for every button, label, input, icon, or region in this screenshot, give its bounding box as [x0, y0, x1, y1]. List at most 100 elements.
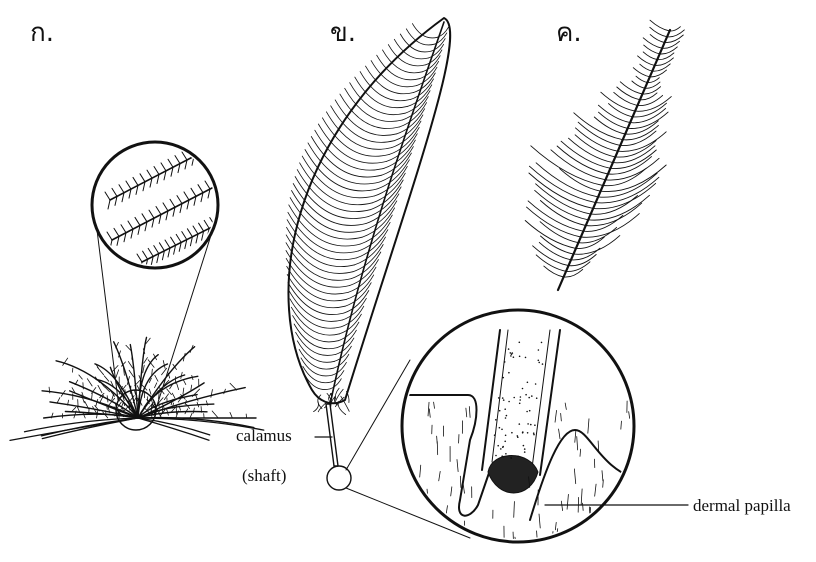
tissue-hatching — [427, 502, 428, 517]
pulp-stipple — [527, 382, 529, 384]
pulp-stipple — [522, 431, 524, 433]
afterfeather-fluff — [314, 402, 319, 412]
down-barbule — [162, 368, 167, 375]
down-barbule — [107, 396, 108, 402]
zoom-connector-line — [97, 230, 118, 400]
pulp-stipple — [503, 456, 505, 458]
zoom-barbule — [218, 223, 220, 232]
down-barbule — [172, 393, 175, 398]
filoplume-barb — [540, 222, 578, 243]
pulp-stipple — [530, 424, 532, 426]
down-barbule — [92, 393, 93, 400]
tissue-hatching — [429, 529, 430, 543]
down-barbule — [116, 342, 119, 348]
down-barbule — [193, 408, 194, 413]
pulp-stipple — [503, 399, 505, 401]
pulp-stipple — [513, 397, 515, 399]
pulp-stipple — [495, 419, 497, 421]
pulp-stipple — [531, 395, 533, 397]
filoplume-barb — [560, 169, 601, 192]
filoplume-barb — [561, 141, 610, 168]
pulp-stipple — [502, 377, 504, 379]
tissue-hatching — [622, 506, 623, 515]
pulp-stipple — [495, 455, 497, 457]
down-barbule — [230, 383, 237, 390]
pulp-stipple — [535, 383, 537, 385]
down-barbule — [155, 375, 158, 381]
pulp-stipple — [504, 361, 506, 363]
panel-label-a: ก. — [30, 12, 54, 53]
down-barbule — [87, 379, 92, 386]
down-barbule — [176, 382, 178, 390]
panel-label-c: ค. — [556, 12, 582, 53]
down-feather-magnifier — [92, 141, 222, 415]
down-barbule — [185, 400, 186, 404]
down-barbule — [104, 376, 109, 381]
down-barbule — [79, 375, 82, 379]
follicle-region-circle — [327, 466, 351, 490]
zoom-barbule — [196, 145, 201, 153]
pulp-stipple — [499, 427, 501, 429]
pulp-stipple — [501, 455, 503, 457]
filoplume-barb — [569, 138, 613, 162]
filoplume-barb — [643, 52, 657, 60]
tissue-hatching — [624, 481, 625, 487]
pulp-stipple — [510, 355, 512, 357]
pulp-stipple — [538, 360, 540, 362]
filoplume-barb — [575, 135, 615, 157]
pulp-stipple — [533, 432, 535, 434]
pulp-stipple — [505, 435, 507, 437]
zoom-circle-down — [92, 142, 218, 268]
filoplume-barb — [576, 128, 618, 151]
pulp-stipple — [527, 432, 529, 434]
tissue-hatching — [427, 522, 428, 532]
pulp-stipple — [513, 356, 515, 358]
pulp-stipple — [520, 396, 522, 398]
down-barbule — [129, 370, 134, 377]
pulp-stipple — [527, 423, 529, 425]
pulp-stipple — [504, 408, 506, 410]
zoom-circle-follicle — [402, 310, 634, 542]
follicle-magnifier — [346, 310, 640, 551]
tissue-hatching — [437, 436, 438, 443]
filoplume-feather-drawing — [525, 20, 684, 290]
pulp-stipple — [536, 397, 538, 399]
pulp-stipple — [529, 410, 531, 412]
tissue-hatching — [413, 517, 414, 525]
pulp-stipple — [519, 356, 521, 358]
down-barbule — [98, 385, 102, 392]
pulp-stipple — [497, 445, 499, 447]
down-barbule — [149, 389, 151, 394]
pulp-stipple — [525, 394, 527, 396]
down-barbule — [230, 412, 232, 418]
pulp-stipple — [538, 362, 540, 364]
down-barbule — [143, 365, 145, 373]
pulp-stipple — [538, 349, 540, 351]
pulp-stipple — [525, 357, 527, 359]
filoplume-barb — [601, 92, 635, 111]
down-feather-drawing — [10, 337, 264, 440]
pulp-stipple — [502, 446, 504, 448]
pulp-stipple — [501, 429, 503, 431]
pulp-stipple — [511, 457, 513, 459]
pulp-stipple — [508, 401, 510, 403]
pulp-stipple — [542, 363, 544, 365]
tissue-hatching — [428, 509, 429, 519]
filoplume-barb — [632, 81, 645, 88]
pulp-stipple — [526, 411, 528, 413]
pulp-stipple — [541, 342, 543, 344]
filoplume-barb — [578, 122, 620, 145]
dermal-papilla-label: dermal papilla — [693, 496, 791, 516]
pulp-stipple — [524, 448, 526, 450]
filoplume-barb — [640, 64, 653, 71]
pulp-stipple — [528, 397, 530, 399]
pulp-stipple — [508, 348, 510, 350]
filoplume-barb — [650, 27, 667, 37]
shaft-label: (shaft) — [242, 466, 286, 486]
filoplume-barb — [533, 246, 569, 266]
down-barbule — [122, 402, 124, 407]
filoplume-barb — [636, 76, 647, 82]
pulp-stipple — [502, 397, 504, 399]
